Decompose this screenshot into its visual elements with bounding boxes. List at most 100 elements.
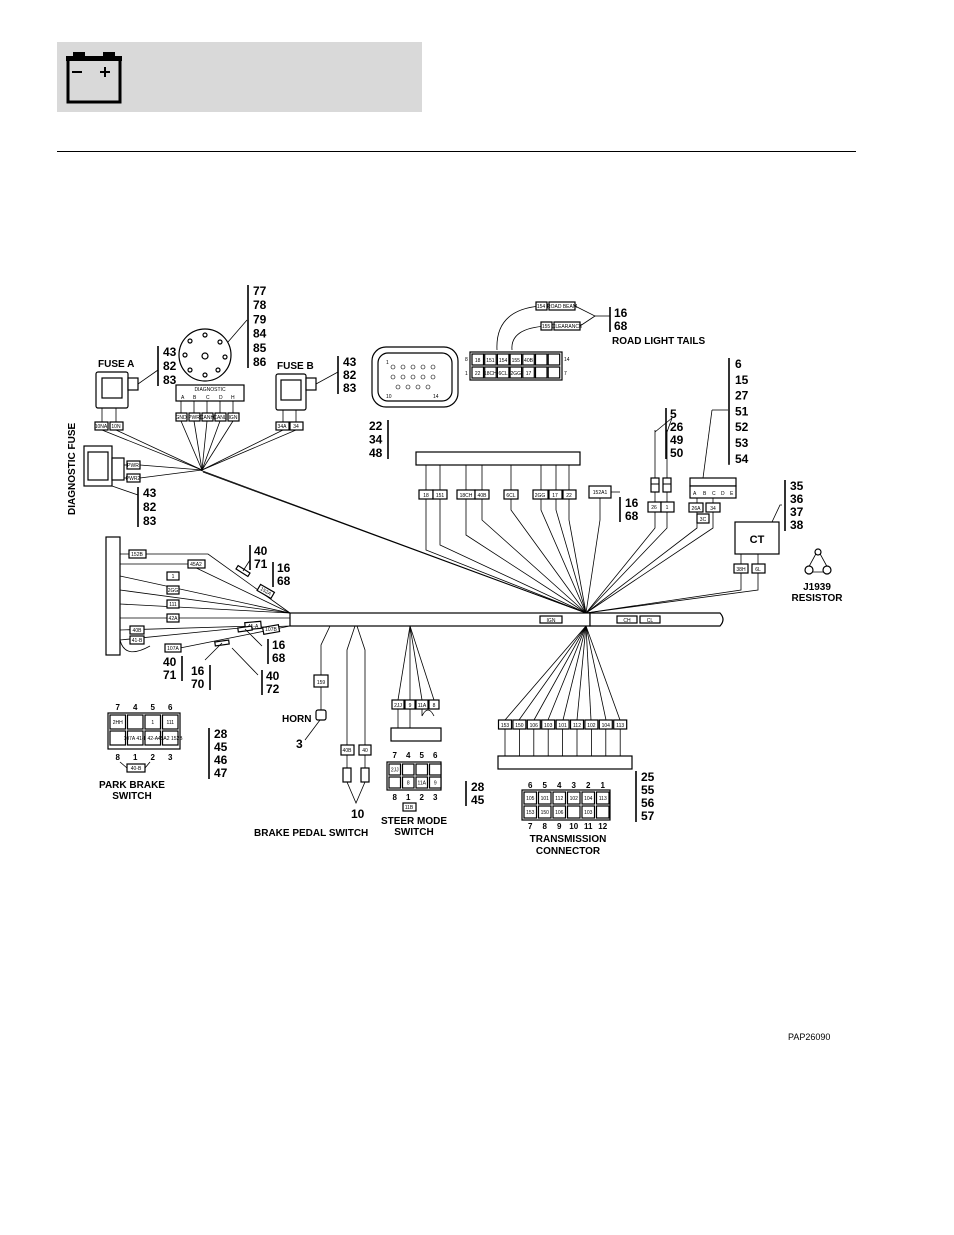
- diagnostic-breakout: DIAGNOSTIC A B C D H GND PWR CANH CANL I…: [101, 384, 297, 479]
- callout-number: 48: [369, 446, 383, 460]
- road-cell: [534, 353, 548, 366]
- switch-pin: 5: [420, 751, 425, 760]
- callout-number: 40: [266, 669, 280, 683]
- switch-cell-tag: 112: [555, 796, 563, 802]
- switch-pin: 2: [420, 793, 425, 802]
- steer-label-1: STEER MODE: [381, 816, 447, 827]
- callout-number: 28: [471, 780, 485, 794]
- switch-pin: 3: [433, 793, 438, 802]
- switch-cell-tag: 11A: [417, 781, 426, 787]
- switch-cell: [109, 714, 127, 730]
- switch-cell-tag: 1: [151, 720, 154, 726]
- callout-number: 25: [641, 770, 655, 784]
- road-tag-text: ROAD BEAM: [547, 304, 577, 310]
- trans-label-2: CONNECTOR: [536, 846, 601, 857]
- connector-6: A B C D E 26A 34 3C: [688, 409, 737, 524]
- switch-cell: [388, 763, 402, 776]
- callout-number: 70: [191, 677, 205, 691]
- conn6-tag: 3C: [700, 517, 707, 523]
- switch-cell: [415, 763, 429, 776]
- switch-pin: 3: [168, 753, 173, 762]
- callout-number: 40: [254, 544, 268, 558]
- trans-tag-label: 153: [501, 723, 510, 729]
- conn5-tag: 26: [651, 505, 657, 511]
- switch-cell: [552, 791, 567, 805]
- callout-number: 83: [143, 514, 157, 528]
- conn6-tag: 34: [710, 506, 716, 512]
- transmission-breakout: [497, 729, 633, 770]
- switch-cell: [566, 791, 581, 805]
- road-light-label: ROAD LIGHT TAILS: [612, 336, 705, 347]
- left-tag: 45A2: [190, 562, 202, 568]
- transmission-grid: 6710515358101150491121063101022111041031…: [523, 781, 610, 831]
- road-cell: [534, 366, 548, 379]
- road-pin: 22: [475, 371, 481, 377]
- fuse-b-tag: 34: [293, 424, 299, 430]
- switch-pin: 5: [543, 781, 548, 790]
- switch-pin: 4: [557, 781, 562, 790]
- main-harness: IGN CH CL: [289, 612, 724, 627]
- steer-tag: 8: [433, 703, 436, 709]
- road-pin: 154: [499, 358, 508, 364]
- road-cell: [522, 353, 535, 366]
- switch-cell: [537, 805, 552, 819]
- switch-cell: [388, 776, 402, 789]
- switch-cell: [537, 791, 552, 805]
- switch-pin: 1: [406, 793, 411, 802]
- horn-label: HORN: [282, 714, 311, 725]
- ct-label: CT: [750, 534, 765, 546]
- fuse-b: FUSE B 34A 34: [275, 361, 339, 431]
- road-pin: 7: [564, 371, 567, 377]
- deutsch-pin: 14: [433, 394, 439, 400]
- callout-number: 40: [163, 655, 177, 669]
- callout-number: 84: [253, 327, 267, 341]
- callout-number: 43: [163, 345, 177, 359]
- connector-5: 26 1: [647, 417, 675, 513]
- left-tag: 2GG: [168, 588, 179, 594]
- left-tag: 107A: [167, 646, 179, 652]
- callout-number: 38: [790, 518, 804, 532]
- fuse-a-tag: 10NA: [95, 424, 108, 430]
- switch-pin: 7: [528, 822, 533, 831]
- switch-cell: [109, 730, 127, 746]
- switch-cell: [161, 714, 179, 730]
- diag-pin: C: [206, 395, 210, 401]
- steer-label-2: SWITCH: [394, 827, 433, 838]
- diag-fuse-tag: PWR2: [126, 476, 141, 482]
- switch-cell-tag: 107A 41-B: [124, 736, 148, 742]
- brake-pedal-switch: 40B 40 10 BRAKE PEDAL SWITCH: [254, 744, 372, 839]
- callout-number: 82: [163, 359, 177, 373]
- switch-pin: 11: [584, 822, 593, 831]
- callout-numbers: 7778798485864382834382834382832234481668…: [137, 284, 804, 823]
- road-pin: 14: [564, 357, 570, 363]
- brake-tag: 40B: [343, 748, 353, 754]
- road-cell: [509, 366, 523, 379]
- switch-pin: 5: [151, 703, 156, 712]
- diagnostic-fuse: DIAGNOSTIC FUSE PWR PWR2: [67, 422, 141, 515]
- brake-callout: 10: [351, 807, 365, 821]
- callout-number: 54: [735, 452, 749, 466]
- horn-callout: 3: [296, 737, 303, 751]
- resistor-label: RESISTOR: [792, 593, 844, 604]
- switch-cell: [523, 805, 538, 819]
- jumper-label: 11B: [405, 805, 414, 811]
- road-pin: 155: [512, 358, 521, 364]
- diag-tag: CANH: [200, 415, 215, 421]
- conn6-pin: D: [721, 491, 725, 497]
- fuse-a-tag: 10N: [111, 424, 121, 430]
- callout-number: 16: [614, 306, 628, 320]
- callout-number: 52: [735, 420, 749, 434]
- switch-cell: [595, 805, 610, 819]
- switch-cell-tag: 2HH: [113, 720, 123, 726]
- trans-tag-label: 104: [602, 723, 611, 729]
- left-tag: 1: [172, 574, 175, 580]
- jumper-wire: [119, 761, 151, 769]
- switch-pin: 9: [557, 822, 562, 831]
- deutsch-tag: 17: [552, 493, 558, 499]
- callout-number: 35: [790, 479, 804, 493]
- callout-number: 82: [343, 368, 357, 382]
- horn-tag: 159: [317, 680, 326, 686]
- deutsch-tag: 2GG: [535, 493, 546, 499]
- switch-pin: 12: [598, 822, 607, 831]
